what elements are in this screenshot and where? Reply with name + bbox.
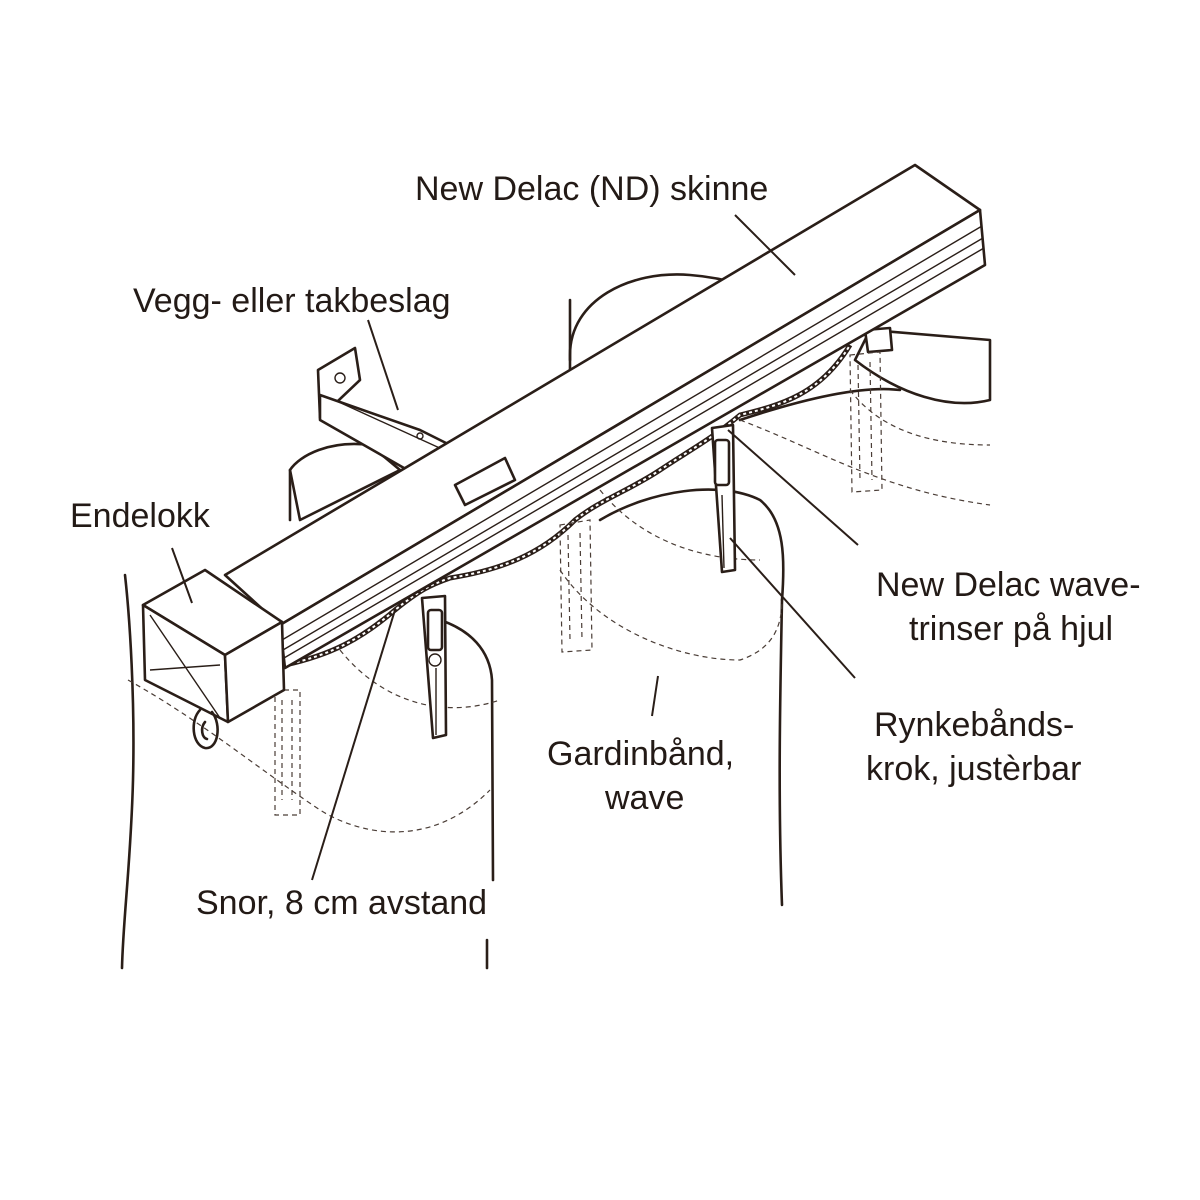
end-cap: [141, 568, 286, 750]
hooks: [274, 326, 894, 816]
hook-label-line1: Rynkebånds-: [874, 706, 1075, 744]
curtain-front-folds: [120, 387, 902, 970]
tape-label-line1: Gardinbånd,: [547, 735, 735, 773]
hook-a: [274, 594, 448, 816]
rail-label: New Delac (ND) skinne: [415, 170, 769, 208]
tape-label: Gardinbånd, wave: [547, 732, 734, 820]
carrier-label: New Delac wave- trinser på hjul: [876, 563, 1141, 651]
carrier-label-line2: trinser på hjul: [909, 610, 1114, 648]
leader-lines: [171, 214, 859, 881]
hook-label: Rynkebånds- krok, justèrbar: [866, 703, 1081, 791]
tape-label-line2: wave: [605, 779, 685, 817]
hook-c: [849, 326, 894, 493]
hook-label-line2: krok, justèrbar: [866, 750, 1082, 788]
bracket-label: Vegg- eller takbeslag: [133, 282, 451, 320]
carrier-label-line1: New Delac wave-: [876, 566, 1141, 604]
rail: [223, 163, 987, 670]
cord: [284, 343, 853, 668]
hook-b: [559, 423, 737, 653]
end-cap-label: Endelokk: [70, 497, 210, 535]
cord-label: Snor, 8 cm avstand: [196, 884, 488, 922]
curtain-tape-dashed: [127, 389, 991, 833]
